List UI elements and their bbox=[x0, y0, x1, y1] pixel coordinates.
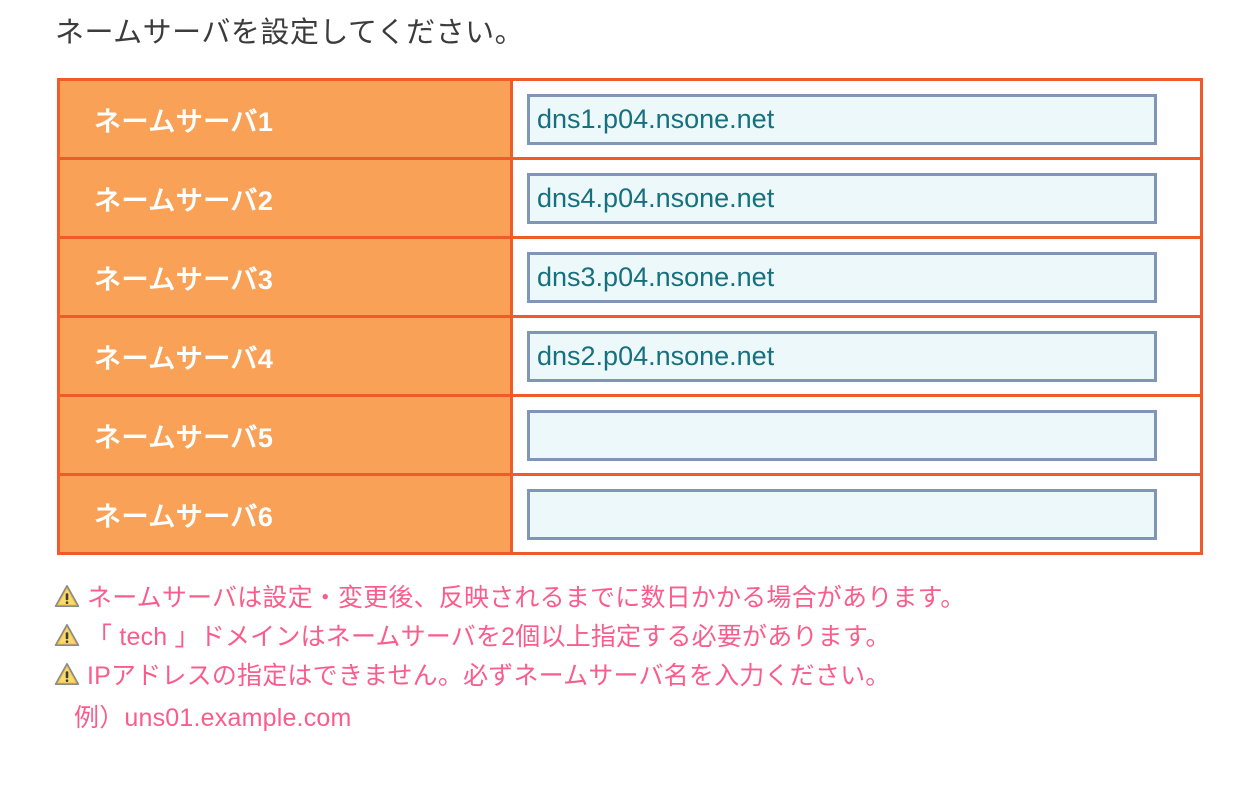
nameserver-label-4: ネームサーバ4 bbox=[57, 315, 513, 397]
table-row: ネームサーバ5 bbox=[57, 394, 1203, 476]
table-row: ネームサーバ4 bbox=[57, 315, 1203, 397]
page-title: ネームサーバを設定してください。 bbox=[55, 17, 525, 49]
table-row: ネームサーバ3 bbox=[57, 236, 1203, 318]
warning-triangle-icon bbox=[54, 662, 80, 686]
nameserver-input-6[interactable] bbox=[527, 488, 1157, 540]
nameserver-label-1: ネームサーバ1 bbox=[57, 78, 513, 160]
nameserver-label-6: ネームサーバ6 bbox=[57, 473, 513, 555]
nameserver-label-3: ネームサーバ3 bbox=[57, 236, 513, 318]
nameserver-input-2[interactable] bbox=[527, 172, 1157, 224]
nameserver-input-3[interactable] bbox=[527, 251, 1157, 303]
warning-triangle-icon bbox=[54, 623, 80, 647]
note-row-3: IPアドレスの指定はできません。必ずネームサーバ名を入力ください。 bbox=[54, 654, 1234, 693]
nameserver-input-5[interactable] bbox=[527, 409, 1157, 461]
nameserver-input-cell-2 bbox=[510, 157, 1203, 239]
nameserver-input-4[interactable] bbox=[527, 330, 1157, 382]
note-row-1: ネームサーバは設定・変更後、反映されるまでに数日かかる場合があります。 bbox=[54, 576, 1234, 615]
note-text-1: ネームサーバは設定・変更後、反映されるまでに数日かかる場合があります。 bbox=[87, 583, 966, 612]
nameserver-input-cell-5 bbox=[510, 394, 1203, 476]
note-row-2: 「 tech 」ドメインはネームサーバを2個以上指定する必要があります。 bbox=[54, 615, 1234, 654]
warning-triangle-icon bbox=[54, 584, 80, 608]
note-text-2: 「 tech 」ドメインはネームサーバを2個以上指定する必要があります。 bbox=[87, 622, 891, 651]
table-row: ネームサーバ1 bbox=[57, 78, 1203, 160]
nameserver-label-2: ネームサーバ2 bbox=[57, 157, 513, 239]
note-text-3: IPアドレスの指定はできません。必ずネームサーバ名を入力ください。 bbox=[87, 661, 891, 690]
note-example-text: 例）uns01.example.com bbox=[74, 704, 352, 732]
nameserver-input-cell-6 bbox=[510, 473, 1203, 555]
notes-section: ネームサーバは設定・変更後、反映されるまでに数日かかる場合があります。 「 te… bbox=[54, 576, 1234, 734]
nameserver-table: ネームサーバ1 ネームサーバ2 ネームサーバ3 ネームサーバ4 bbox=[57, 78, 1203, 555]
nameserver-input-1[interactable] bbox=[527, 93, 1157, 145]
nameserver-input-cell-4 bbox=[510, 315, 1203, 397]
nameserver-input-cell-3 bbox=[510, 236, 1203, 318]
table-row: ネームサーバ6 bbox=[57, 473, 1203, 555]
nameserver-input-cell-1 bbox=[510, 78, 1203, 160]
nameserver-label-5: ネームサーバ5 bbox=[57, 394, 513, 476]
table-row: ネームサーバ2 bbox=[57, 157, 1203, 239]
